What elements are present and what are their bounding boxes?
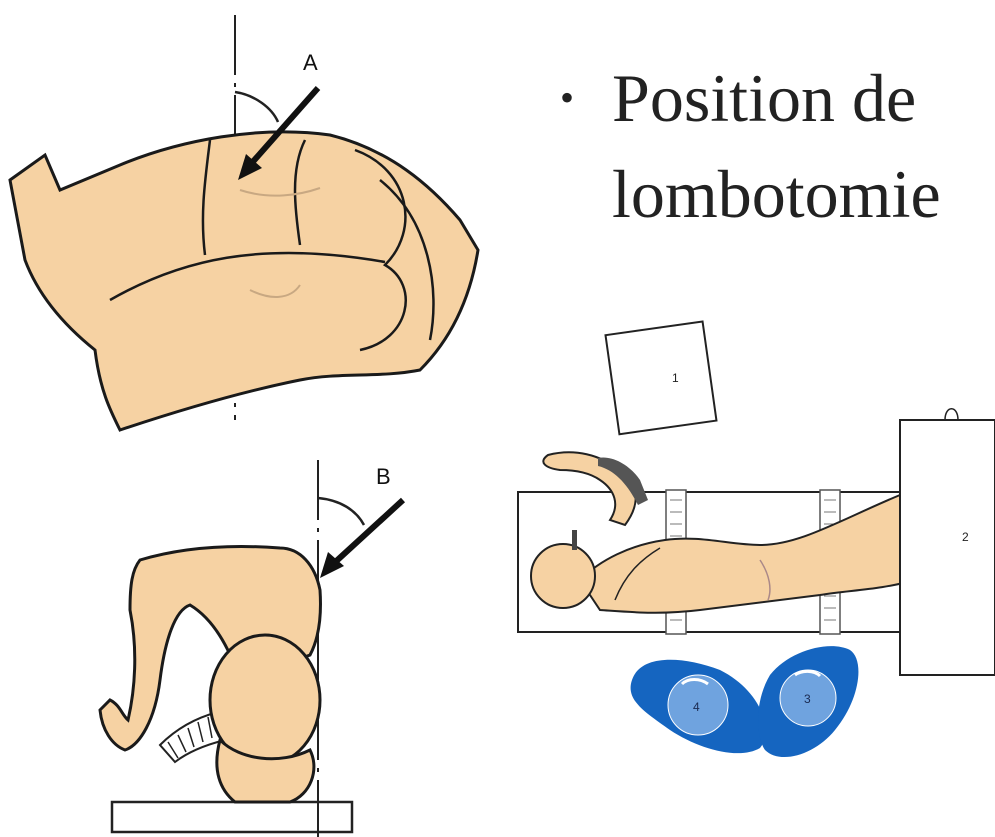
figure-b-label: B [376,464,391,489]
equipment-box-2-handle [945,409,958,420]
equipment-box-1-label: 1 [672,371,679,385]
equipment-box-1 [606,322,717,435]
figure-a-angle-arc [235,92,278,122]
floor-pad-3-label: 3 [804,692,811,706]
head-support-post [572,530,577,550]
figure-a: A [10,15,478,430]
figure-b-arrow [332,500,403,565]
figure-b-angle-arc [318,498,364,525]
figure-b-table [112,802,352,832]
figure-b: B [100,460,403,837]
figure-a-label: A [303,50,318,75]
patient-head [531,544,595,608]
equipment-box-2-label: 2 [962,530,969,544]
floor-pad-4-label: 4 [693,700,700,714]
figure-c: 1 2 [518,322,995,758]
equipment-box-2 [900,420,995,675]
